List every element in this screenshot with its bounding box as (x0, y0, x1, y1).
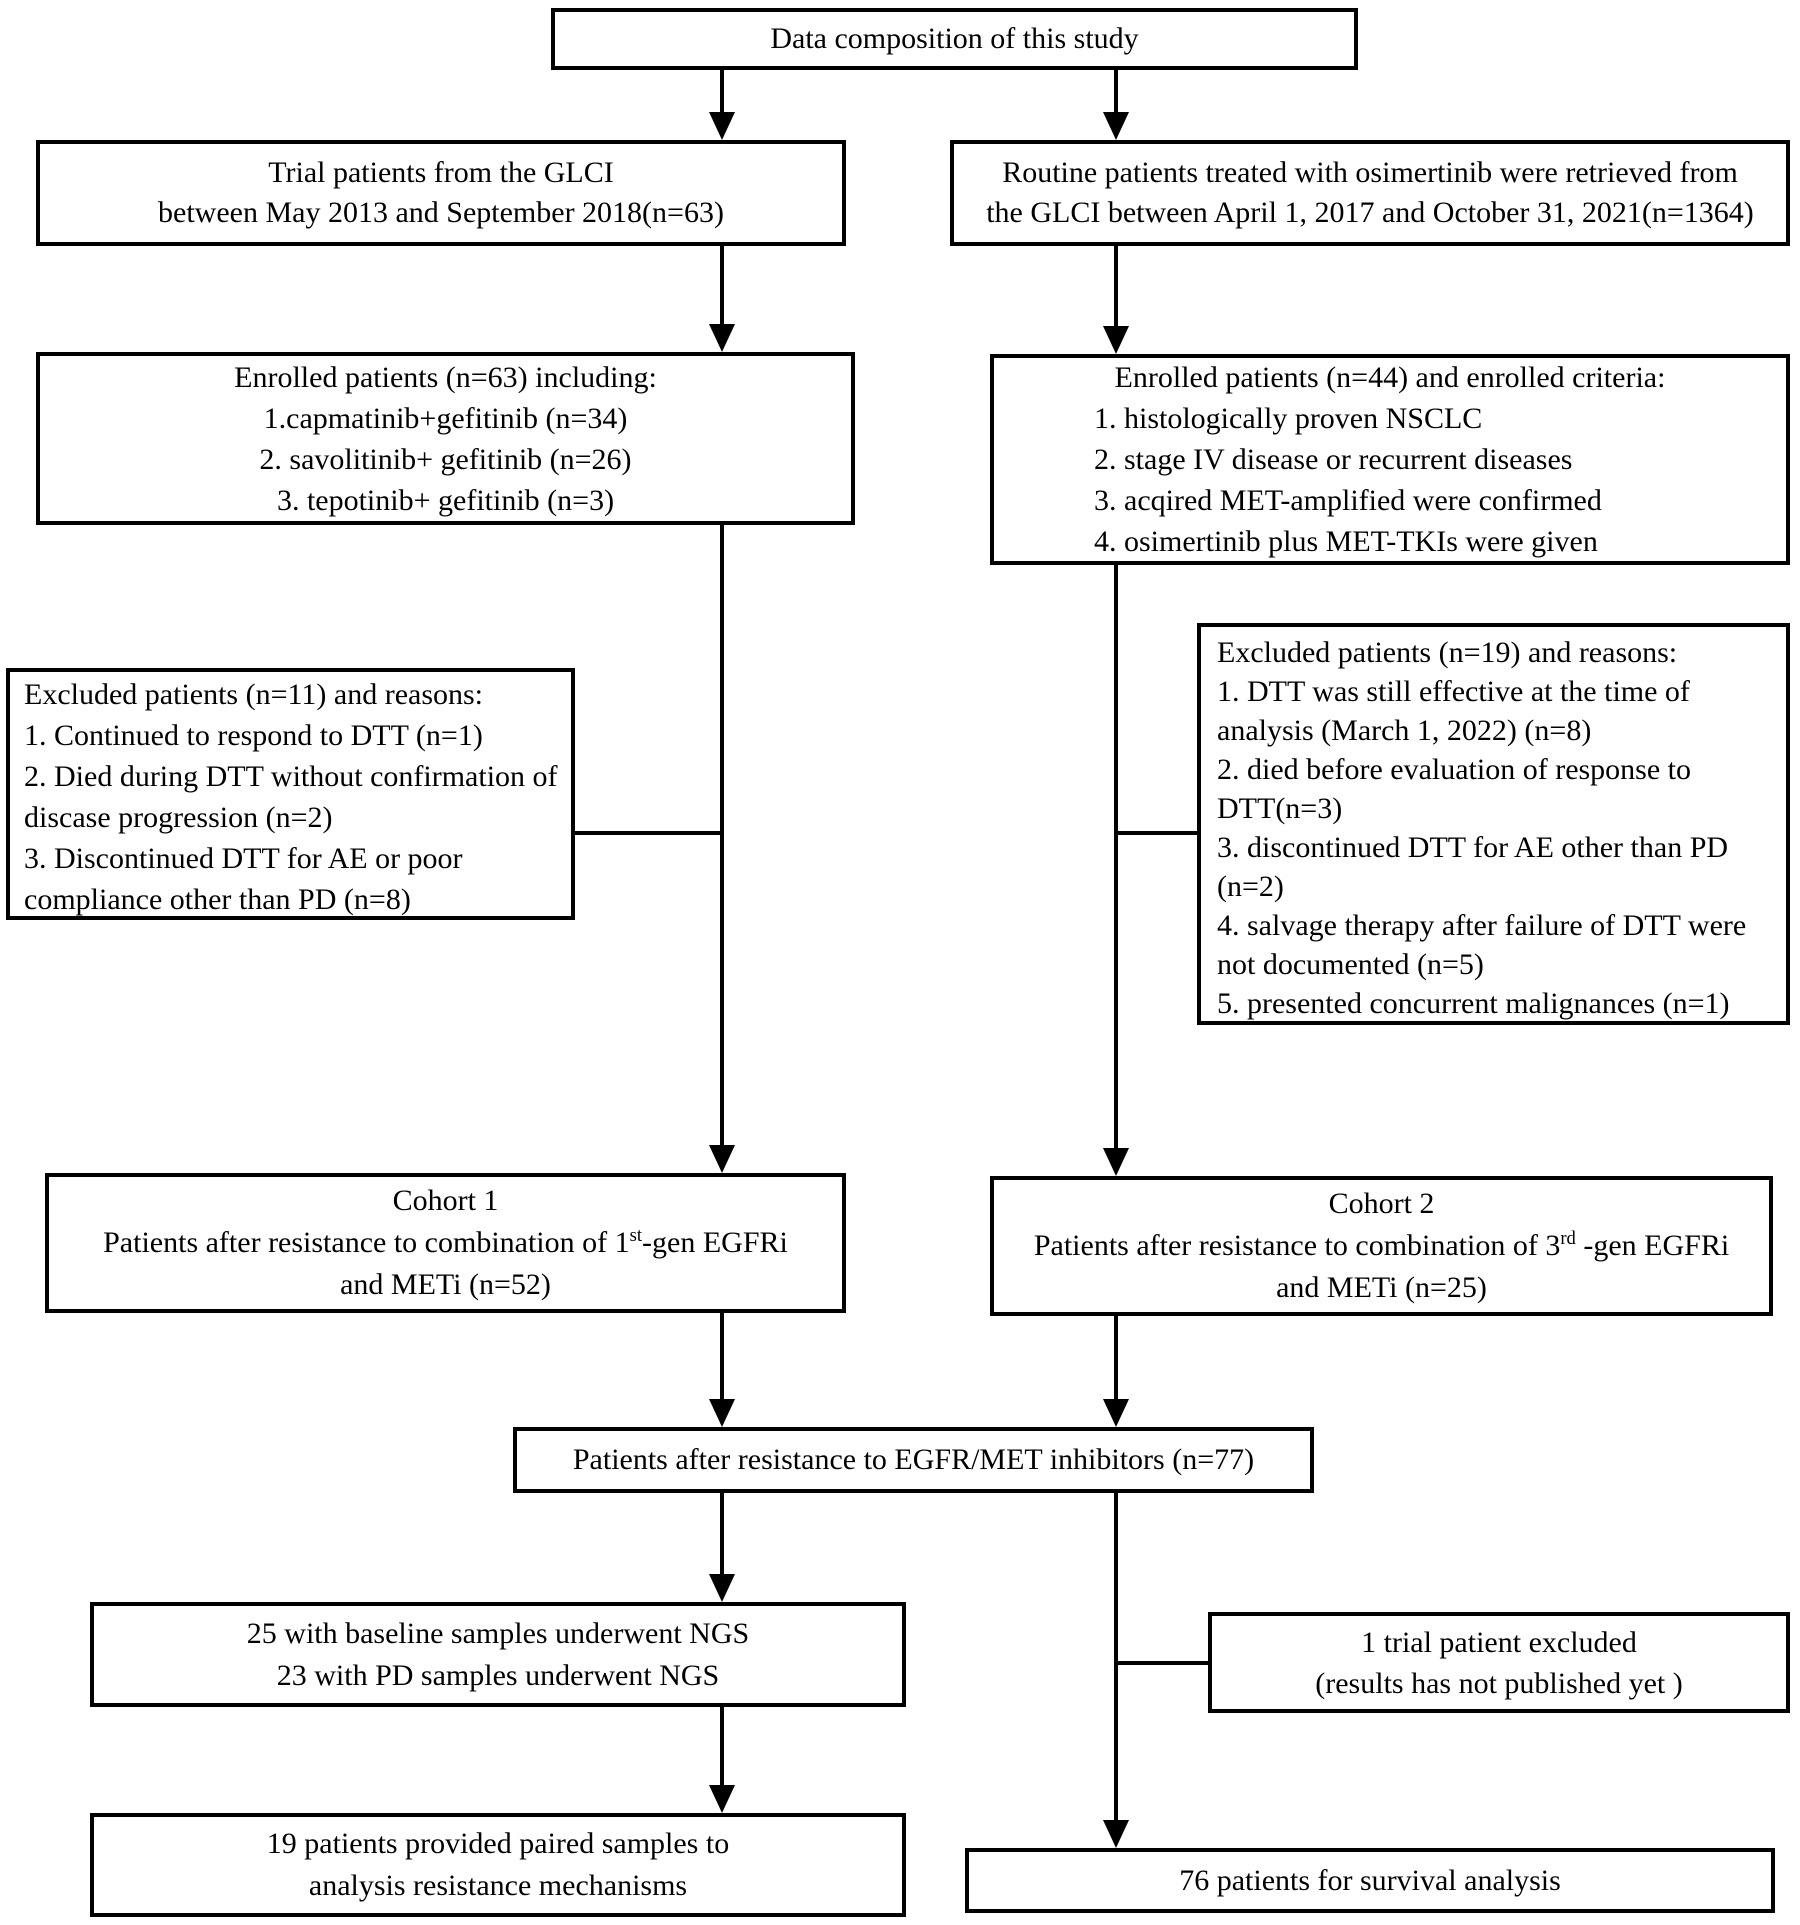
enrolled-routine-item: 2. stage IV disease or recurrent disease… (1094, 443, 1573, 476)
paired-line1: 19 patients provided paired samples to (266, 1827, 730, 1860)
arrow-down-icon (1103, 1399, 1129, 1427)
routine-patients-line1: Routine patients treated with osimertini… (1002, 156, 1738, 189)
title-text: Data composition of this study (770, 22, 1139, 55)
excluded-cohort1-item: 3. Discontinued DTT for AE or poor compl… (24, 842, 463, 916)
arrow-down-icon (709, 324, 735, 352)
flow-box-excluded-cohort2: Excluded patients (n=19) and reasons: 1.… (1197, 623, 1790, 1025)
merged-text: Patients after resistance to EGFR/MET in… (572, 1443, 1255, 1476)
flow-box-title: Data composition of this study (551, 8, 1358, 70)
flow-box-routine-patients: Routine patients treated with osimertini… (950, 140, 1790, 246)
excluded-cohort2-item: 5. presented concurrent malignances (n=1… (1217, 987, 1730, 1020)
enrolled-routine-item: 3. acqired MET-amplified were confirmed (1094, 484, 1602, 517)
enrolled-trial-item: 3. tepotinib+ gefitinib (n=3) (276, 483, 615, 517)
connector-merged-to-survival (1114, 1493, 1118, 1824)
excluded-cohort1-item: 2. Died during DTT without confirmation … (24, 760, 558, 834)
excluded-cohort1-heading: Excluded patients (n=11) and reasons: (24, 678, 484, 711)
flow-box-enrolled-routine: Enrolled patients (n=44) and enrolled cr… (990, 354, 1790, 565)
connector-merged-to-ngs (720, 1493, 724, 1578)
routine-patients-line2: the GLCI between April 1, 2017 and Octob… (986, 196, 1754, 229)
excluded-cohort2-item: 4. salvage therapy after failure of DTT … (1217, 909, 1747, 981)
connector-enrolled-to-cohort2 (1114, 565, 1118, 1152)
connector-enrolled-to-cohort1 (720, 525, 724, 1149)
enrolled-trial-item: 1.capmatinib+gefitinib (n=34) (263, 401, 628, 435)
connector-excluded2-branch (1114, 831, 1201, 835)
trial-excluded-line2: (results has not published yet ) (1315, 1666, 1683, 1700)
trial-excluded-line1: 1 trial patient excluded (1361, 1625, 1637, 1659)
trial-patients-line1: Trial patients from the GLCI (268, 156, 614, 189)
cohort1-title: Cohort 1 (392, 1184, 499, 1217)
enrolled-routine-item: 4. osimertinib plus MET-TKIs were given (1094, 525, 1598, 558)
excluded-cohort2-item: 2. died before evaluation of response to… (1217, 753, 1692, 825)
arrow-down-icon (709, 1399, 735, 1427)
ordinal-suffix: st (629, 1225, 643, 1246)
arrow-down-icon (1103, 326, 1129, 354)
excluded-cohort2-heading: Excluded patients (n=19) and reasons: (1217, 636, 1678, 669)
excluded-cohort2-item: 3. discontinued DTT for AE other than PD… (1217, 831, 1729, 903)
flow-box-enrolled-trial: Enrolled patients (n=63) including: 1.ca… (36, 352, 855, 525)
cohort2-title: Cohort 2 (1328, 1187, 1435, 1220)
connector-trial-excluded-branch (1114, 1661, 1212, 1665)
cohort2-count: and METi (n=25) (1276, 1271, 1487, 1304)
connector-cohort1-to-merged (720, 1313, 724, 1403)
ngs-line2: 23 with PD samples underwent NGS (276, 1658, 720, 1692)
connector-top-to-trial (720, 70, 724, 116)
enrolled-trial-heading: Enrolled patients (n=63) including: (234, 360, 657, 394)
arrow-down-icon (1103, 1148, 1129, 1176)
flow-box-survival-analysis: 76 patients for survival analysis (965, 1848, 1775, 1913)
cohort2-description: Patients after resistance to combination… (1033, 1228, 1730, 1262)
arrow-down-icon (1103, 1820, 1129, 1848)
flow-box-excluded-cohort1: Excluded patients (n=11) and reasons: 1.… (6, 668, 575, 920)
excluded-cohort2-item: 1. DTT was still effective at the time o… (1217, 675, 1690, 747)
paired-line2: analysis resistance mechanisms (308, 1869, 688, 1902)
connector-trial-to-enrolled (720, 246, 724, 328)
flow-box-merged: Patients after resistance to EGFR/MET in… (513, 1427, 1314, 1493)
excluded-cohort1-item: 1. Continued to respond to DTT (n=1) (24, 719, 483, 752)
enrolled-trial-item: 2. savolitinib+ gefitinib (n=26) (259, 442, 632, 476)
connector-routine-to-enrolled (1114, 246, 1118, 330)
arrow-down-icon (1103, 112, 1129, 140)
flow-box-cohort1: Cohort 1 Patients after resistance to co… (45, 1173, 846, 1313)
flow-box-trial-patient-excluded: 1 trial patient excluded (results has no… (1208, 1612, 1790, 1713)
ngs-line1: 25 with baseline samples underwent NGS (246, 1616, 750, 1650)
connector-ngs-to-paired (720, 1707, 724, 1789)
flow-box-ngs-samples: 25 with baseline samples underwent NGS 2… (90, 1602, 906, 1707)
arrow-down-icon (709, 1574, 735, 1602)
enrolled-routine-heading: Enrolled patients (n=44) and enrolled cr… (1114, 361, 1666, 394)
arrow-down-icon (709, 112, 735, 140)
flow-box-trial-patients: Trial patients from the GLCI between May… (36, 140, 846, 246)
connector-cohort2-to-merged (1114, 1316, 1118, 1403)
flow-box-cohort2: Cohort 2 Patients after resistance to co… (990, 1176, 1773, 1316)
trial-patients-line2: between May 2013 and September 2018(n=63… (158, 196, 724, 229)
cohort1-description: Patients after resistance to combination… (103, 1225, 788, 1259)
enrolled-routine-items: 1. histologically proven NSCLC 2. stage … (994, 398, 1786, 562)
flow-box-paired-samples: 19 patients provided paired samples to a… (90, 1813, 906, 1917)
connector-top-to-routine (1114, 70, 1118, 116)
arrow-down-icon (709, 1145, 735, 1173)
ordinal-suffix: rd (1560, 1228, 1576, 1249)
arrow-down-icon (709, 1785, 735, 1813)
survival-text: 76 patients for survival analysis (1179, 1863, 1561, 1897)
enrolled-routine-item: 1. histologically proven NSCLC (1094, 402, 1483, 435)
connector-excluded1-branch (573, 831, 724, 835)
cohort1-count: and METi (n=52) (340, 1268, 551, 1301)
